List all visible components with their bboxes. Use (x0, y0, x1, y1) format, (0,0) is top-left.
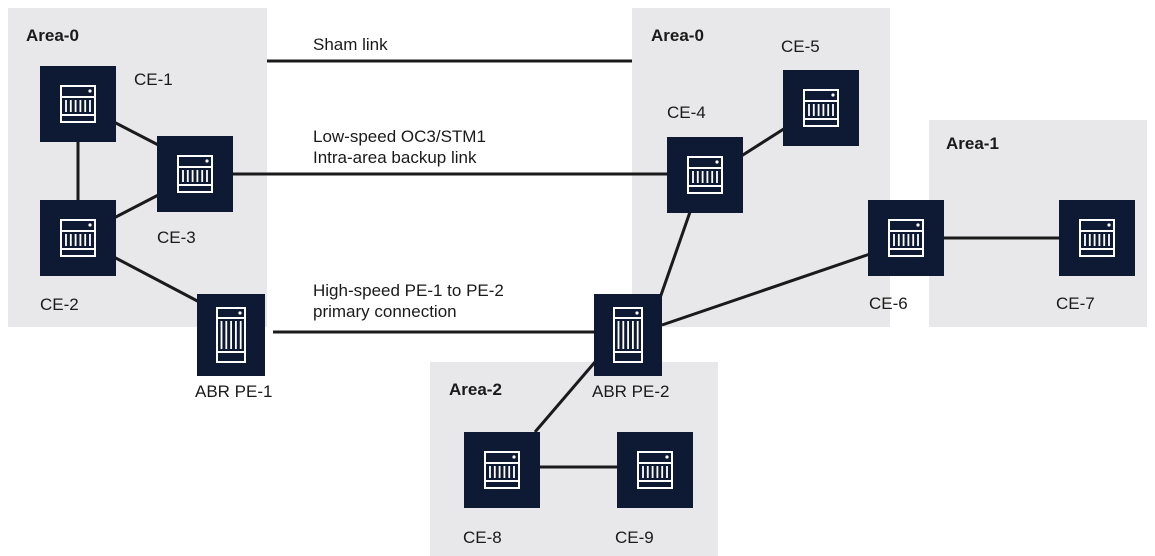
router-icon (617, 432, 693, 508)
primary-link-label-2: primary connection (313, 302, 457, 321)
link-pe2-ce8 (533, 361, 597, 433)
ce3-label: CE-3 (157, 228, 196, 247)
ce9-router[interactable] (617, 432, 693, 508)
pe2-switch[interactable] (594, 294, 662, 376)
pe1-label: ABR PE-1 (195, 382, 272, 401)
primary-link-label-1: High-speed PE-1 to PE-2 (313, 281, 504, 300)
ce1-router[interactable] (40, 66, 116, 142)
ce9-label: CE-9 (615, 528, 654, 547)
backup-link-label-1: Low-speed OC3/STM1 (313, 127, 486, 146)
area-0-left-title: Area-0 (26, 26, 79, 45)
backup-link-label-2: Intra-area backup link (313, 148, 477, 167)
pe2-label: ABR PE-2 (592, 382, 669, 401)
ce6-router[interactable] (868, 200, 944, 276)
router-icon (40, 66, 116, 142)
link-ce4-pe2 (658, 211, 692, 299)
switch-icon (594, 294, 662, 376)
ce6-label: CE-6 (869, 294, 908, 313)
links (76, 59, 1060, 469)
ce2-router[interactable] (40, 200, 116, 276)
ce7-label: CE-7 (1056, 294, 1095, 313)
link-pe2-ce6 (661, 252, 871, 327)
ce4-label: CE-4 (667, 103, 706, 122)
ce4-router[interactable] (667, 137, 743, 213)
router-icon (464, 432, 540, 508)
ce5-router[interactable] (783, 70, 859, 146)
ce1-label: CE-1 (134, 70, 173, 89)
router-icon (40, 200, 116, 276)
router-icon (157, 136, 233, 212)
area-1-title: Area-1 (946, 134, 999, 153)
ce2-label: CE-2 (40, 295, 79, 314)
link-ce2-pe1 (109, 253, 206, 307)
ce7-router[interactable] (1059, 200, 1135, 276)
router-icon (868, 200, 944, 276)
link-ce4-ce5 (734, 123, 791, 162)
ce8-router[interactable] (464, 432, 540, 508)
router-icon (667, 137, 743, 213)
area-2-title: Area-2 (449, 380, 502, 399)
sham-link-label: Sham link (313, 35, 388, 54)
pe1-switch[interactable] (197, 294, 265, 376)
switch-icon (197, 294, 265, 376)
ce3-router[interactable] (157, 136, 233, 212)
ce5-label: CE-5 (781, 37, 820, 56)
area-0-right-title: Area-0 (651, 26, 704, 45)
router-icon (783, 70, 859, 146)
router-icon (1059, 200, 1135, 276)
ce8-label: CE-8 (463, 528, 502, 547)
